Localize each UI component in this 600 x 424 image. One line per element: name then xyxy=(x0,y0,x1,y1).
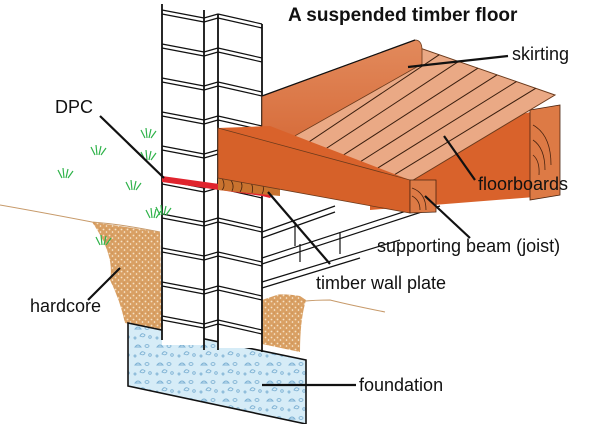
floorboard-joint xyxy=(309,61,459,160)
brick-course xyxy=(161,319,205,329)
label-hardcore: hardcore xyxy=(30,296,102,316)
brick-course xyxy=(217,115,263,127)
cavity-tie xyxy=(203,319,219,325)
cavity-tie xyxy=(203,289,219,295)
brick-course xyxy=(161,111,205,121)
brick-course xyxy=(161,9,205,19)
label-foundation: foundation xyxy=(359,375,444,395)
grass-tuft xyxy=(95,234,112,246)
brick-course xyxy=(161,285,205,295)
brick-course xyxy=(217,323,263,335)
cavity-tie xyxy=(203,115,219,121)
grass-tufts xyxy=(57,127,172,246)
grass-tuft xyxy=(57,167,74,179)
leader-floorboards xyxy=(443,135,476,181)
skirting-board xyxy=(261,39,423,151)
brick-course xyxy=(161,183,205,193)
cavity-tie xyxy=(203,85,219,91)
brick-course xyxy=(161,149,205,159)
brick-course xyxy=(217,51,263,63)
cavity-tie xyxy=(203,81,219,87)
leader-joist xyxy=(424,195,471,239)
hardcore-left xyxy=(92,222,162,330)
brick-course xyxy=(161,281,205,291)
label-wall-plate: timber wall plate xyxy=(316,273,447,293)
floorboard-joint xyxy=(369,81,517,174)
label-joist: supporting beam (joist) xyxy=(377,236,561,256)
floorboard-joint xyxy=(389,87,536,178)
leader-wall-plate xyxy=(267,191,331,265)
cavity-tie xyxy=(203,119,219,125)
grass-tuft xyxy=(140,127,157,139)
brick-course xyxy=(161,251,205,261)
floorboard-lines xyxy=(289,54,536,178)
brick-course xyxy=(217,81,263,93)
brick-course xyxy=(217,221,263,233)
cavity-tie xyxy=(203,221,219,227)
cavity-tie xyxy=(203,251,219,257)
cavity-tie xyxy=(203,285,219,291)
brick-course xyxy=(161,47,205,57)
brick-course xyxy=(161,81,205,91)
leader-hardcore xyxy=(87,267,121,301)
brick-course xyxy=(217,17,263,29)
cavity-tie xyxy=(203,13,219,19)
diagram-title: A suspended timber floor xyxy=(288,5,518,26)
label-dpc: DPC xyxy=(55,97,94,117)
brick-course xyxy=(161,315,205,325)
brick-course xyxy=(161,43,205,53)
brick-course xyxy=(161,145,205,155)
floorboard-joint xyxy=(289,54,440,155)
cavity-tie xyxy=(203,153,219,159)
brick-course xyxy=(217,319,263,331)
hardcore-right xyxy=(262,294,306,352)
cavity-tie xyxy=(203,51,219,57)
brick-course xyxy=(161,115,205,125)
brick-course xyxy=(217,255,263,267)
brick-course xyxy=(161,213,205,223)
brick-course xyxy=(161,217,205,227)
grass-tuft xyxy=(125,179,142,191)
brick-course xyxy=(217,285,263,297)
cavity-tie xyxy=(203,149,219,155)
cavity-tie xyxy=(203,47,219,53)
brick-course xyxy=(161,13,205,23)
brick-course xyxy=(217,47,263,59)
floorboard-joint xyxy=(349,74,498,169)
brick-course xyxy=(217,85,263,97)
label-floorboards: floorboards xyxy=(478,174,569,194)
grass-tuft xyxy=(145,207,162,219)
cavity-tie xyxy=(203,255,219,261)
cavity-tie xyxy=(203,323,219,329)
ground-line xyxy=(0,204,161,233)
floorboard-joint xyxy=(329,67,479,165)
brick-course xyxy=(217,251,263,263)
grass-tuft xyxy=(155,204,172,216)
brick-course xyxy=(217,13,263,25)
leader-skirting xyxy=(407,54,509,69)
brick-course xyxy=(217,217,263,229)
brick-course xyxy=(161,77,205,87)
brick-course xyxy=(217,289,263,301)
grass-tuft xyxy=(90,144,107,156)
label-skirting: skirting xyxy=(512,44,570,64)
far-joist-end xyxy=(529,104,561,201)
cavity-tie xyxy=(203,217,219,223)
cavity-tie xyxy=(203,17,219,23)
brick-course xyxy=(161,247,205,257)
leader-dpc xyxy=(99,115,165,179)
grass-tuft xyxy=(140,149,157,161)
